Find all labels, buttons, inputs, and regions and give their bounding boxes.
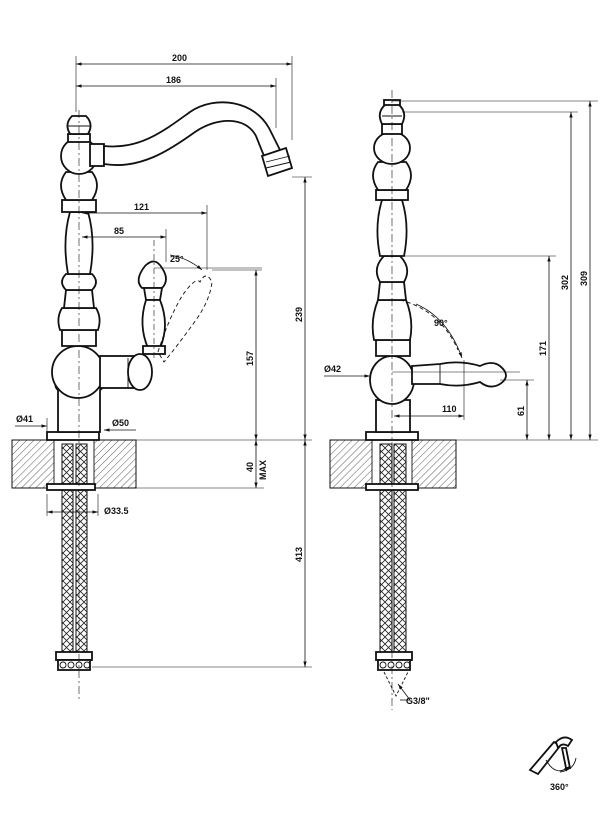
dim-302: 302 bbox=[560, 275, 570, 290]
dim-157: 157 bbox=[245, 351, 255, 366]
rotation-path-side bbox=[399, 299, 459, 351]
dim-25-deg: 25° bbox=[170, 254, 184, 264]
dim-dia-33-5: Ø33.5 bbox=[104, 506, 129, 516]
supply-hose-front bbox=[46, 443, 96, 671]
dim-413: 413 bbox=[294, 547, 304, 562]
lever-handle-side bbox=[411, 361, 507, 388]
lever-handle-rotated-front bbox=[157, 275, 213, 363]
dim-40-max: MAX bbox=[258, 460, 268, 480]
front-view: 200 186 121 85 25° 239 157 40 MAX bbox=[11, 53, 312, 700]
base-flange-front bbox=[46, 431, 100, 441]
dim-40: 40 bbox=[245, 462, 255, 472]
dim-171: 171 bbox=[538, 341, 548, 356]
side-view: Ø42 90° 110 61 171 302 309 G3/8" bbox=[324, 90, 598, 710]
dim-186: 186 bbox=[166, 75, 181, 85]
dim-85: 85 bbox=[114, 226, 124, 236]
dim-200: 200 bbox=[172, 53, 187, 63]
dim-61: 61 bbox=[516, 406, 526, 416]
dim-dia-41: Ø41 bbox=[16, 414, 33, 424]
dim-309: 309 bbox=[579, 271, 589, 286]
lever-handle-front bbox=[137, 260, 167, 355]
dim-121: 121 bbox=[134, 202, 149, 212]
dim-dia-50: Ø50 bbox=[112, 418, 129, 428]
supply-hose-side bbox=[365, 443, 419, 698]
dim-dia-42: Ø42 bbox=[324, 364, 341, 374]
countertop-section-front bbox=[11, 439, 137, 489]
dim-90-deg: 90° bbox=[434, 318, 448, 328]
countertop-section-side bbox=[329, 439, 457, 489]
rotation-360-label: 360° bbox=[550, 782, 569, 792]
spout-front bbox=[89, 101, 294, 178]
dim-110: 110 bbox=[442, 404, 457, 414]
spout-rotation-icon: 360° bbox=[528, 736, 577, 792]
dim-thread-g3-8: G3/8" bbox=[406, 696, 430, 706]
dim-239: 239 bbox=[294, 307, 304, 322]
